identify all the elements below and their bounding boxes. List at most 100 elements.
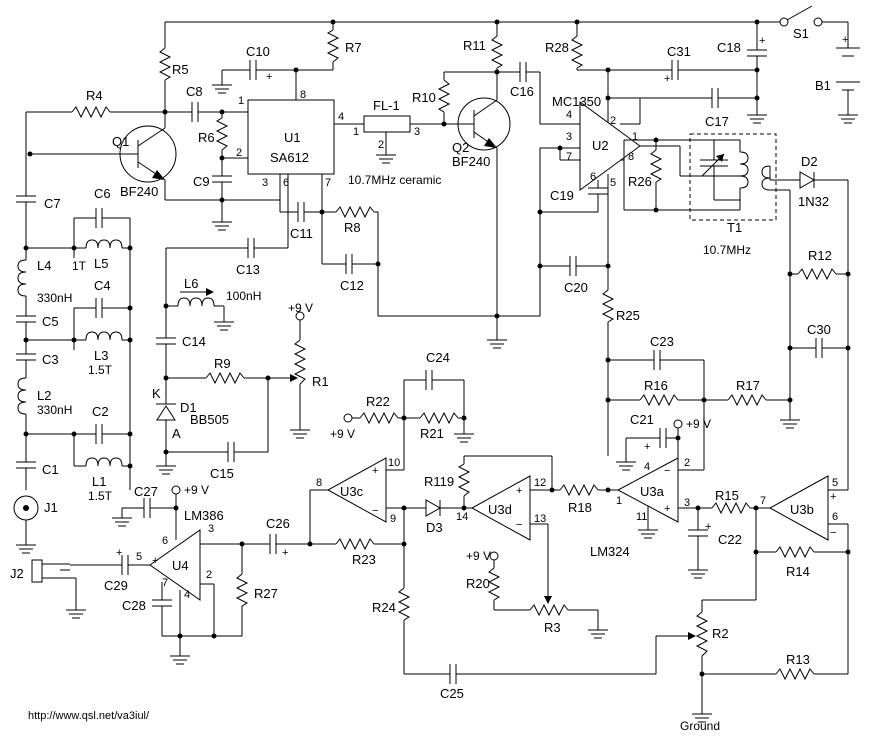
label-c19: C19 [550,188,574,203]
label-c2: C2 [92,404,109,419]
pin-u1-8: 8 [300,89,306,101]
pin-fl-1: 1 [353,126,359,138]
opamp-ab-section [605,350,851,723]
label-c4: C4 [94,278,111,293]
pin-u1-4: 4 [338,111,344,123]
pin-u2-4: 4 [566,109,572,121]
label-r28: R28 [545,40,569,55]
label-r22-supply: +9 V [330,427,355,441]
label-r16: R16 [644,378,668,393]
label-r7: R7 [345,40,362,55]
label-l1-val: 1.5T [88,489,113,503]
sign-u3b-minus: − [830,527,836,539]
label-c9: C9 [193,174,210,189]
label-l6: L6 [184,276,198,291]
label-c31: C31 [667,44,691,59]
label-r21: R21 [420,426,444,441]
label-r18: R18 [568,500,592,515]
label-c17: C17 [705,114,729,129]
label-l5-val: 1T [72,259,87,273]
label-s1: S1 [793,26,809,41]
label-c3: C3 [42,352,59,367]
label-l3: L3 [94,348,108,363]
sign-u3c-plus: + [372,465,378,477]
label-r23: R23 [352,552,376,567]
label-r9: R9 [214,356,231,371]
label-ground: Ground [680,719,720,733]
label-q2-type: BF240 [452,154,490,169]
label-d1-a: A [172,426,181,441]
label-u4: U4 [172,558,189,573]
label-lm386: LM386 [184,508,224,523]
label-c6: C6 [94,186,111,201]
detector-section [689,133,851,490]
label-c7: C7 [44,196,61,211]
pin-u1-7: 7 [325,177,331,189]
label-u3d: U3d [488,502,512,517]
sign-c10-plus: + [266,71,272,83]
pin-u2-1: 1 [632,131,638,143]
label-r27: R27 [254,586,278,601]
opamp-cd-section [307,370,696,684]
sign-u4-plus: + [152,555,158,567]
label-j2: J2 [10,566,24,581]
pin-u4-4: 4 [184,589,190,601]
footer-url: http://www.qsl.net/va3iul/ [28,710,150,722]
label-c30: C30 [807,322,831,337]
label-u1: U1 [284,130,301,145]
label-r1-supply: +9 V [288,301,313,315]
pin-u2-7: 7 [566,151,572,163]
pin-u2-2: 2 [610,115,616,127]
sign-b1-plus: + [842,34,848,46]
label-r8: R8 [344,220,361,235]
pin-u3a-4: 4 [644,461,650,473]
sign-u3c-minus: − [372,505,378,517]
label-r2: R2 [712,626,729,641]
label-lm324: LM324 [590,544,630,559]
label-c1: C1 [42,462,59,477]
mixer-section [26,22,447,248]
label-r12: R12 [808,248,832,263]
pin-u3a-2: 2 [684,457,690,469]
label-l2-val: 330nH [37,403,72,417]
label-c10: C10 [246,44,270,59]
label-u3c: U3c [340,484,364,499]
label-fl1-desc: 10.7MHz ceramic [348,173,441,187]
pin-u3d-13: 13 [534,513,546,525]
label-c25: C25 [440,686,464,701]
label-u3b: U3b [790,502,814,517]
label-c5: C5 [42,314,59,329]
label-u3a-supply: +9 V [686,417,711,431]
rf-filter-section [13,112,133,554]
pin-u1-1: 1 [238,95,244,107]
sign-c21-plus: + [644,441,650,453]
pin-u2-3: 3 [566,131,572,143]
label-l5: L5 [94,256,108,271]
label-r26: R26 [628,174,652,189]
label-u4-supply: +9 V [184,483,209,497]
label-fl1: FL-1 [373,98,400,113]
sign-c29-plus: + [116,547,122,559]
label-c20: C20 [564,280,588,295]
label-c28: C28 [122,598,146,613]
sign-u3a-minus: − [664,465,670,477]
label-d1-type: BB505 [190,412,229,427]
label-q2: Q2 [452,140,469,155]
label-r22: R22 [366,394,390,409]
pin-u1-3: 3 [262,177,268,189]
label-c12: C12 [340,278,364,293]
pin-u3b-5: 5 [832,477,838,489]
sign-c31-plus: + [664,73,670,85]
label-c24: C24 [426,350,450,365]
label-c16: C16 [510,84,534,99]
label-c26: C26 [266,516,290,531]
label-c21: C21 [630,412,654,427]
label-r10: R10 [412,90,436,105]
label-r4: R4 [86,88,103,103]
pin-u3b-7: 7 [760,495,766,507]
label-r24: R24 [372,600,396,615]
label-c22: C22 [718,532,742,547]
label-r3: R3 [544,620,561,635]
pin-u3c-10: 10 [388,457,400,469]
label-mc1350: MC1350 [552,94,601,109]
